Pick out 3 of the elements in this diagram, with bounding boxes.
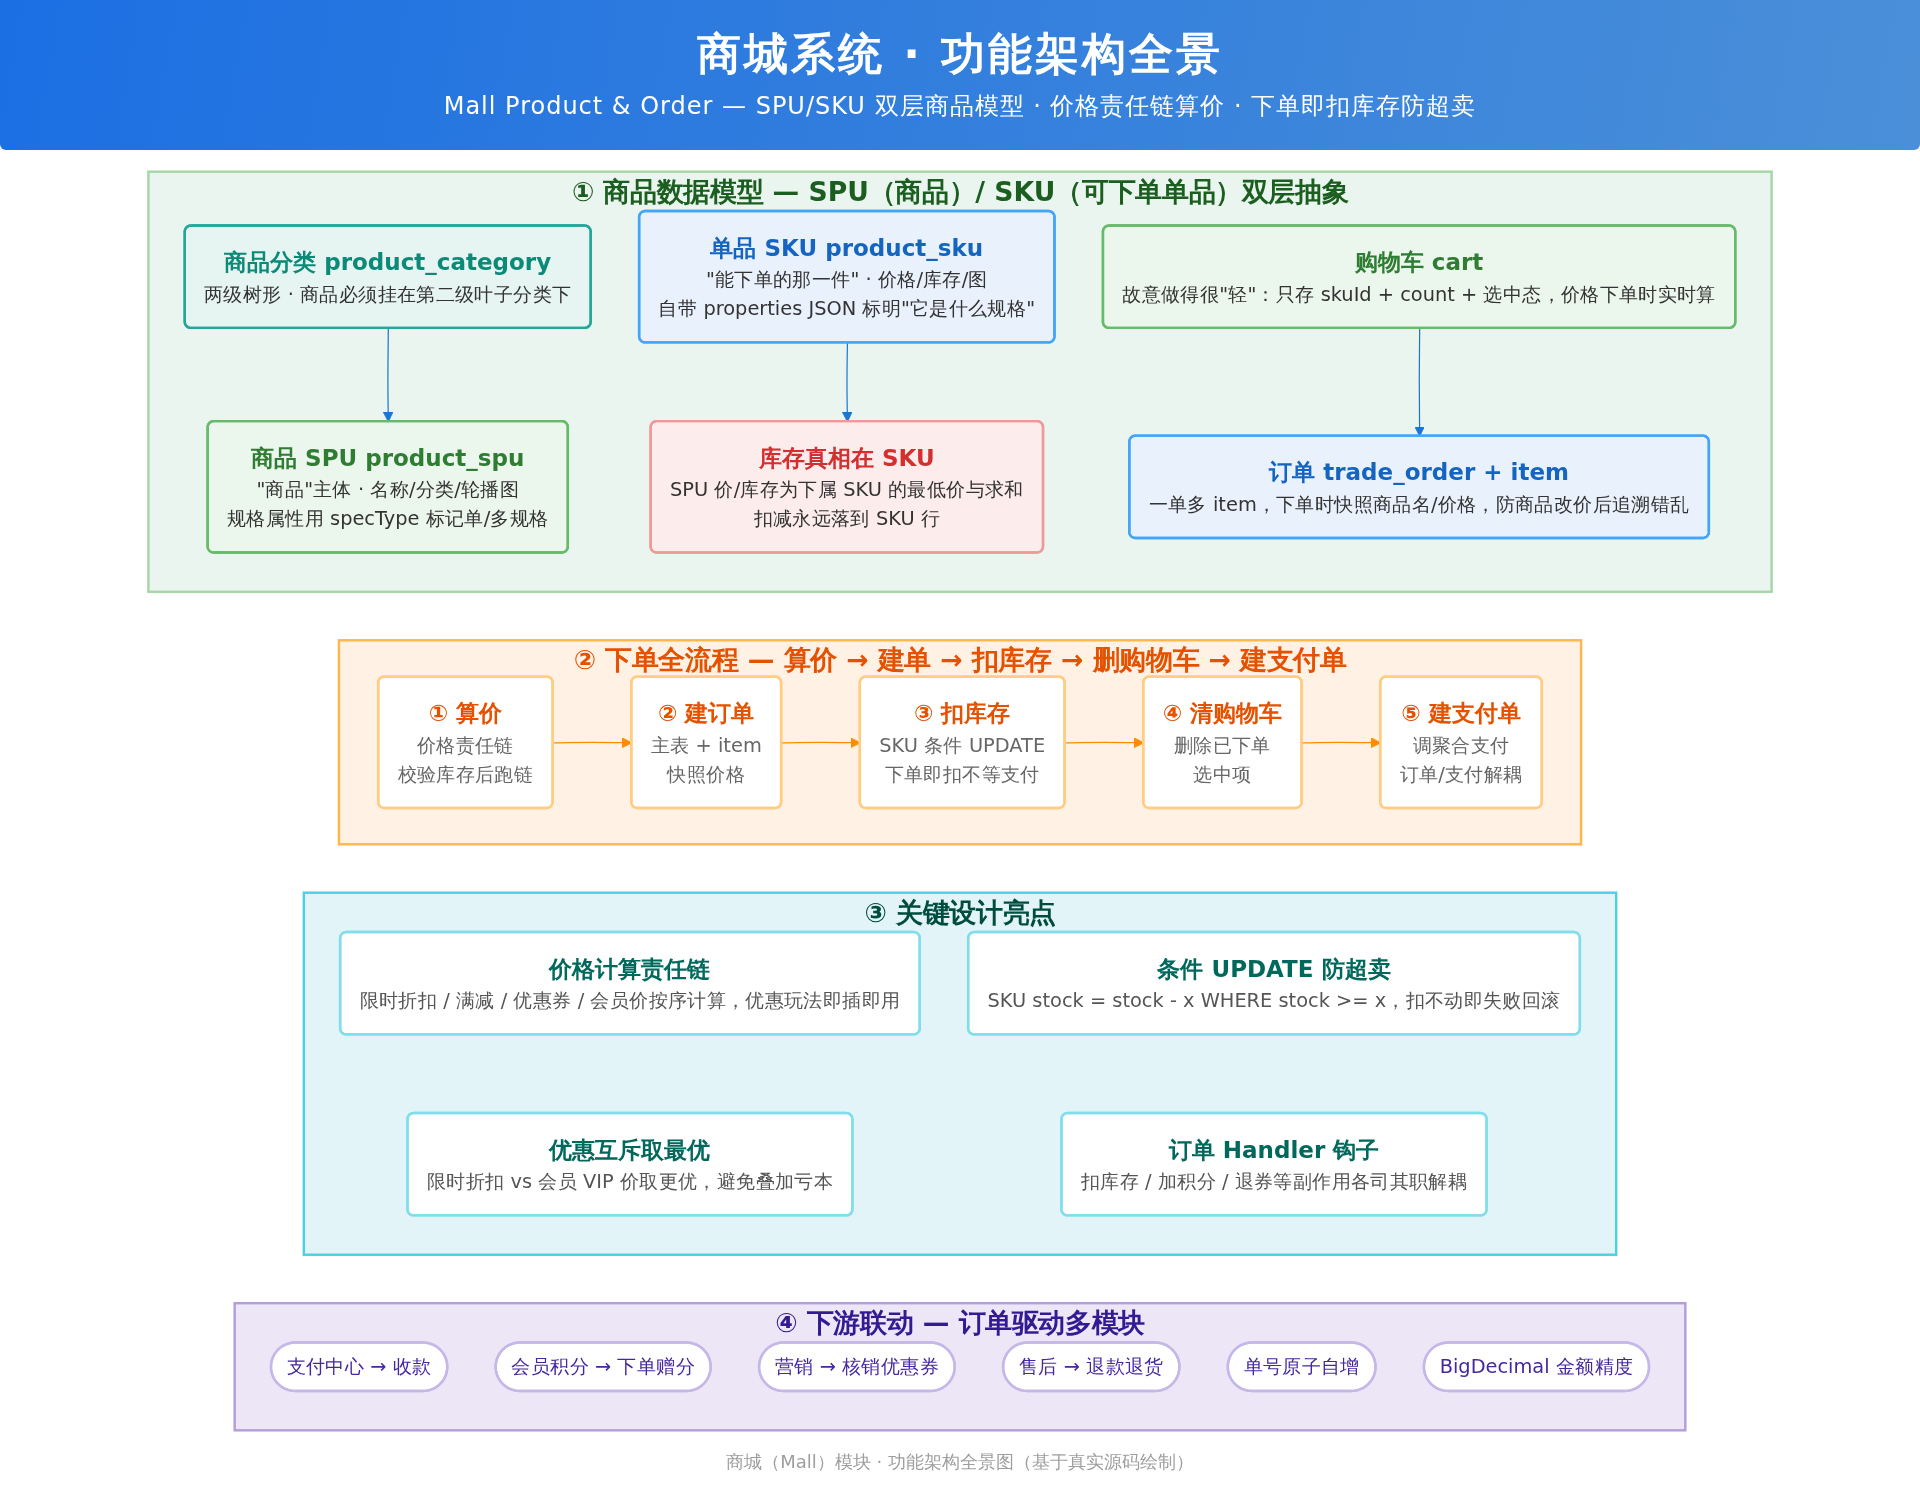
diagram-title: 商城系统 · 功能架构全景	[696, 28, 1224, 81]
subtitle: Mall Product & Order — SPU/SKU 双层商品模型 · 价格责任链算价 · 下单即扣库存防超卖	[443, 90, 1477, 122]
caption: 商城（Mall）模块 · 功能架构全景图（基于真实源码绘制）	[726, 1451, 1194, 1472]
